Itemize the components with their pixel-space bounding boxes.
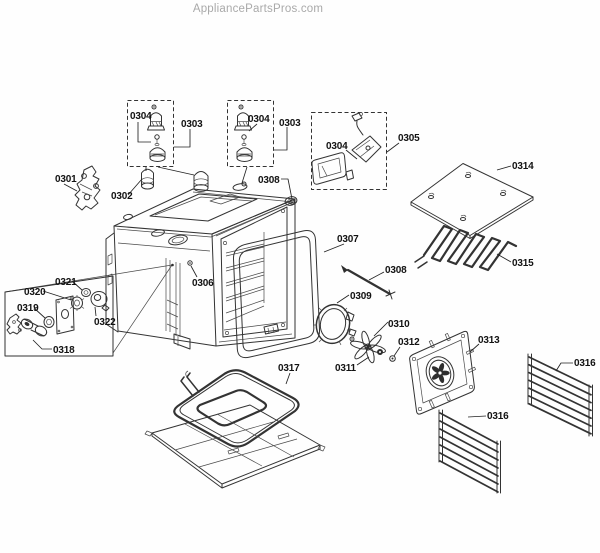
part-labels: 0301 0302 0304 0303 0304 0303 0304 0305 0306 0308… — [17, 111, 596, 422]
part-label-0303-a: 0303 — [181, 119, 203, 130]
part-label-0306: 0306 — [192, 278, 214, 289]
part-label-0307: 0307 — [337, 234, 359, 245]
part-label-0322: 0322 — [94, 317, 116, 328]
part-label-0312: 0312 — [398, 337, 420, 348]
part-label-0311: 0311 — [335, 363, 357, 374]
part-label-0316-a: 0316 — [574, 358, 596, 369]
oven-cavity-body — [106, 182, 298, 349]
oven-lamp-kit-box — [312, 113, 400, 190]
long-screw-rod — [191, 179, 395, 299]
rear-fan-cover-panel — [410, 331, 479, 414]
door-switch-bracket — [75, 166, 100, 210]
watermark: AppliancePartsPros.com — [192, 3, 324, 15]
fan-nut — [377, 347, 400, 361]
bake-element — [174, 370, 298, 446]
part-label-0301: 0301 — [55, 174, 77, 185]
part-label-0304-c: 0304 — [326, 141, 348, 152]
convection-ring-element — [313, 295, 356, 347]
small-cap — [82, 289, 91, 297]
igniter-kit-box-1 — [128, 101, 195, 176]
part-label-0319: 0319 — [17, 303, 39, 314]
part-label-0320: 0320 — [24, 287, 46, 298]
ribbed-grommet — [70, 295, 84, 311]
part-label-0309: 0309 — [350, 291, 372, 302]
door-gasket — [233, 231, 344, 358]
misc-leader-lines — [64, 179, 142, 195]
thermostat-assembly — [7, 314, 48, 338]
broil-element — [415, 226, 516, 270]
part-label-0304-b: 0304 — [248, 114, 270, 125]
part-label-0316-b: 0316 — [487, 411, 509, 422]
part-label-0313: 0313 — [478, 335, 500, 346]
part-label-0315: 0315 — [512, 258, 534, 269]
fan-blade — [350, 322, 388, 365]
igniter-grommet-left — [142, 169, 154, 189]
bottom-panel — [145, 405, 325, 488]
part-label-0310: 0310 — [388, 319, 410, 330]
top-rail-screw — [290, 200, 295, 205]
part-label-0308-b: 0308 — [385, 265, 407, 276]
part-label-0308-a: 0308 — [258, 175, 280, 186]
part-label-0318: 0318 — [53, 345, 75, 356]
part-label-0321: 0321 — [55, 277, 77, 288]
fan-cover-blades — [431, 362, 450, 384]
round-knob — [91, 292, 109, 312]
igniter-kit-box-2 — [228, 101, 288, 184]
part-label-0317: 0317 — [278, 363, 300, 374]
rack-support-left — [439, 410, 501, 493]
part-label-0305: 0305 — [398, 133, 420, 144]
rack-support-right — [528, 354, 593, 436]
part-label-0303-b: 0303 — [279, 118, 301, 129]
side-components-box — [5, 276, 113, 356]
seal-ring — [44, 317, 54, 328]
part-label-0314: 0314 — [512, 161, 534, 172]
igniter-grommet-right — [194, 172, 208, 192]
part-label-0304-a: 0304 — [130, 111, 152, 122]
front-frame-screw — [188, 261, 192, 265]
part-label-0302: 0302 — [111, 191, 133, 202]
top-baffle-plate — [411, 164, 533, 239]
